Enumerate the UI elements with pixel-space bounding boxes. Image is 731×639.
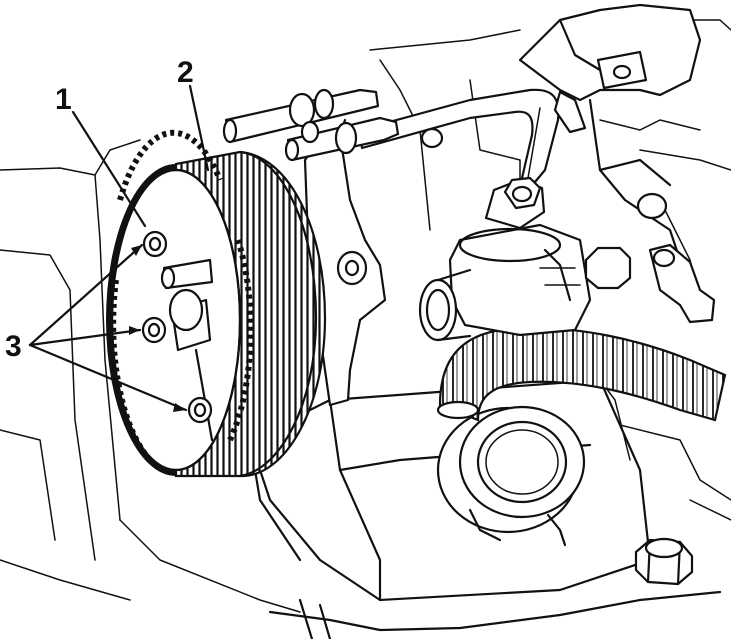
pump-body: [418, 223, 592, 342]
pump-top-bolt: [484, 176, 546, 230]
leader-1: [71, 110, 147, 228]
pulley-bolt-middle: [141, 316, 167, 344]
camshaft-rods: [222, 88, 400, 162]
engine-block-background: [0, 19, 731, 613]
camshaft-pulley: [106, 129, 327, 478]
lower-frame: [268, 590, 722, 639]
bottom-right-bolt: [634, 537, 694, 586]
leader-3b: [28, 328, 142, 347]
round-cap: [436, 405, 586, 547]
pulley-bolt-bottom: [187, 396, 213, 424]
right-connector: [584, 243, 716, 324]
upper-right-sensor: [420, 3, 702, 262]
callout-3: 3: [5, 330, 22, 363]
corrugated-hose: [436, 326, 727, 422]
callout-2: 2: [177, 56, 194, 89]
callout-leaders: [28, 84, 210, 412]
callout-1: 1: [55, 83, 72, 116]
leader-2: [188, 84, 210, 172]
leader-3c: [28, 343, 188, 412]
leader-3a: [28, 243, 144, 347]
pulley-bolt-top: [142, 230, 168, 258]
